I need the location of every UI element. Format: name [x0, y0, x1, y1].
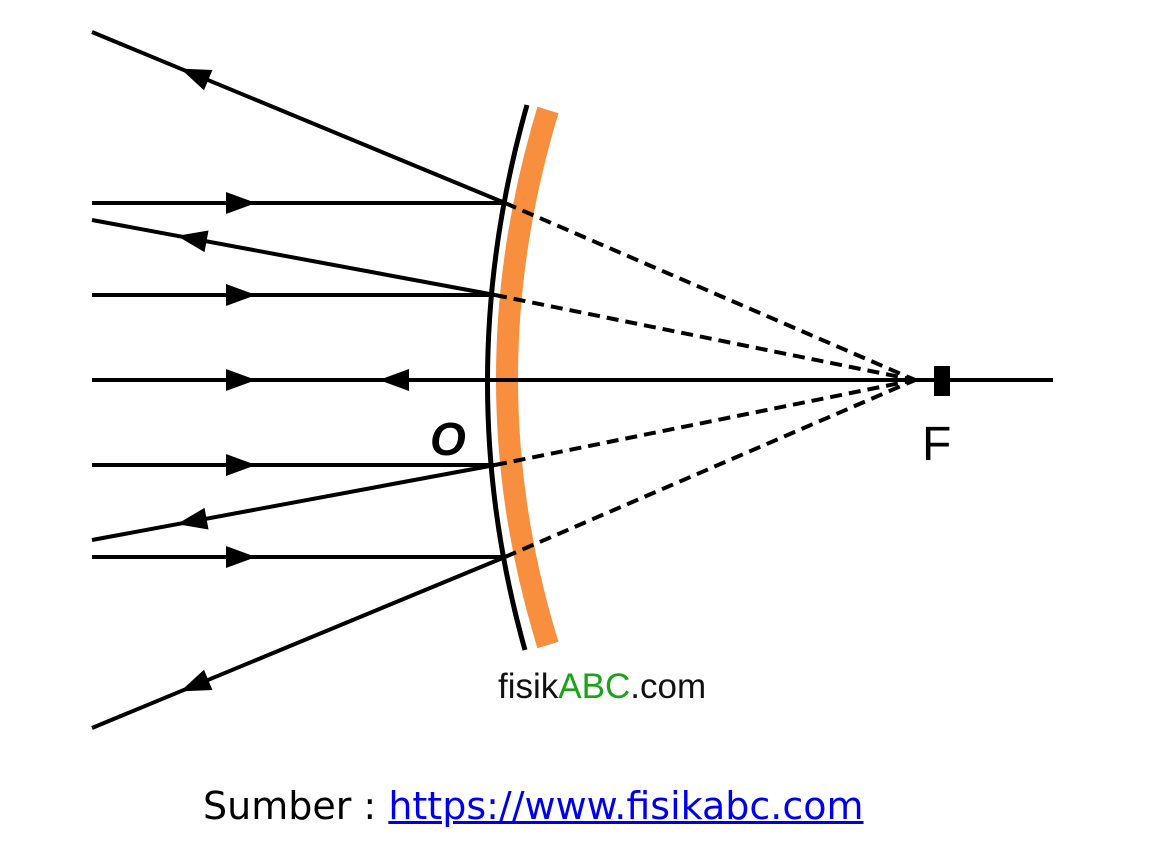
- reflected-ray: [91, 30, 506, 205]
- virtual-ray: [494, 378, 916, 467]
- reflected-arrow-icon: [180, 68, 213, 91]
- incident-arrow-icon: [226, 454, 256, 476]
- source-link[interactable]: https://www.fisikabc.com: [388, 784, 864, 828]
- watermark: fisikABC.com: [498, 667, 706, 706]
- virtual-ray: [504, 201, 916, 382]
- incident-arrow-icon: [226, 546, 256, 568]
- focus-label: F: [922, 418, 951, 471]
- focus-marker: [934, 366, 950, 396]
- reflected-arrow-icon: [177, 230, 209, 253]
- mirror-coating: [496, 106, 559, 649]
- caption-label: Sumber :: [203, 784, 389, 828]
- reflected-arrow-icon: [180, 669, 213, 692]
- virtual-ray: [504, 378, 916, 559]
- reflected-ray: [91, 555, 506, 730]
- vertex-label: O: [430, 413, 466, 465]
- incident-arrow-icon: [226, 192, 256, 214]
- source-caption: Sumber : https://www.fisikabc.com: [203, 784, 864, 828]
- reflected-ray: [91, 463, 496, 542]
- reflected-arrow-icon: [177, 507, 209, 530]
- reflected-ray: [91, 218, 496, 297]
- reflected-arrow-icon: [379, 369, 409, 391]
- incident-arrow-icon: [226, 369, 256, 391]
- incident-arrow-icon: [226, 284, 256, 306]
- virtual-ray: [494, 293, 916, 382]
